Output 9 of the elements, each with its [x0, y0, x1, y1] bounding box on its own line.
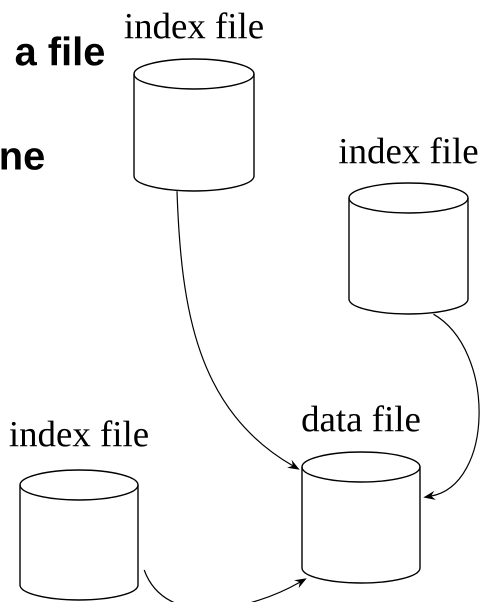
node-label: index file: [124, 12, 263, 39]
database-cylinder: data file: [301, 405, 421, 584]
node-label: index file: [339, 137, 478, 164]
partial-heading: ne: [1, 148, 44, 170]
node-label: data file: [302, 405, 420, 432]
database-cylinder: index file: [10, 420, 148, 601]
database-cylinder: index file: [339, 137, 478, 315]
database-cylinder: index file: [124, 12, 263, 192]
node-label: index file: [10, 420, 148, 447]
